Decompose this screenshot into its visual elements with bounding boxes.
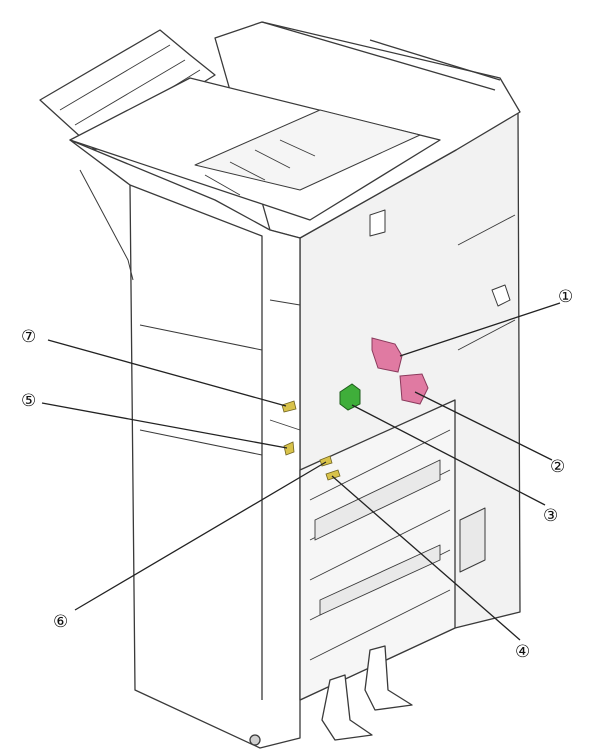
callout-5: ⑤ <box>21 391 36 411</box>
stand-leg-right <box>364 645 413 711</box>
leader-line-2 <box>414 391 553 461</box>
part-1-pink-lever <box>371 337 403 373</box>
leader-line-3 <box>351 404 546 506</box>
leader-line-7 <box>47 339 287 407</box>
callout-1: ① <box>558 287 573 307</box>
part-7-yellow-tab <box>281 400 297 413</box>
printer-illustration <box>39 21 521 749</box>
part-3-green-knob <box>339 383 361 411</box>
finisher-front <box>69 139 301 749</box>
leader-line-1 <box>399 302 561 357</box>
leader-lines <box>41 302 561 641</box>
callout-6: ⑥ <box>53 612 68 632</box>
callout-3: ③ <box>543 506 558 526</box>
leader-line-5 <box>41 402 288 449</box>
stand-leg-left <box>321 674 373 741</box>
leader-line-6 <box>74 461 327 611</box>
part-5-yellow-tab <box>283 441 295 456</box>
leader-line-4 <box>331 475 521 641</box>
callout-7: ⑦ <box>21 327 36 347</box>
callout-4: ④ <box>515 642 530 662</box>
callout-2: ② <box>550 457 565 477</box>
part-4-yellow-tab <box>325 469 341 481</box>
callouts: ① ② ③ ④ ⑤ ⑥ ⑦ <box>21 287 573 662</box>
